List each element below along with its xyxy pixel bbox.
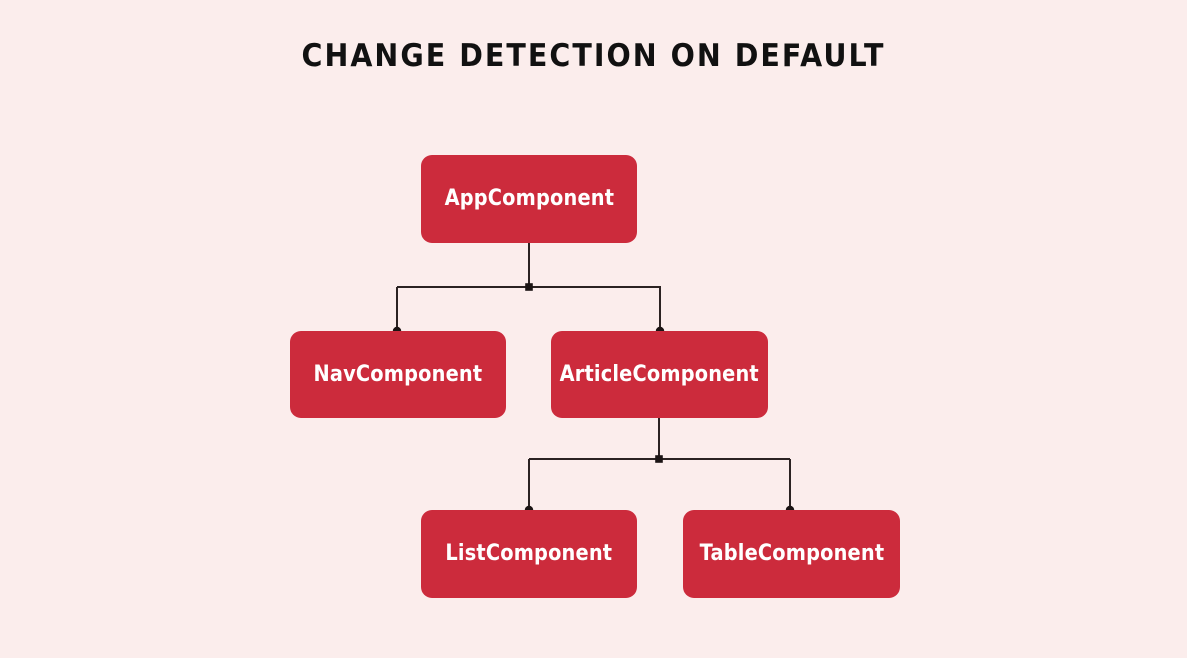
node-label: ArticleComponent (559, 361, 760, 387)
node-label: NavComponent (313, 361, 483, 387)
junction-dot-level2 (655, 455, 663, 463)
node-label: ListComponent (445, 541, 613, 566)
node-article-component[interactable]: ArticleComponent (551, 331, 768, 418)
page-title: CHANGE DETECTION ON DEFAULT (301, 38, 886, 74)
node-table-component[interactable]: TableComponent (683, 510, 900, 598)
node-list-component[interactable]: ListComponent (421, 510, 637, 598)
node-label: AppComponent (444, 186, 614, 211)
node-app-component[interactable]: AppComponent (421, 155, 637, 243)
junction-dot-level1 (525, 283, 533, 291)
node-label: TableComponent (699, 541, 884, 566)
node-nav-component[interactable]: NavComponent (290, 331, 506, 418)
